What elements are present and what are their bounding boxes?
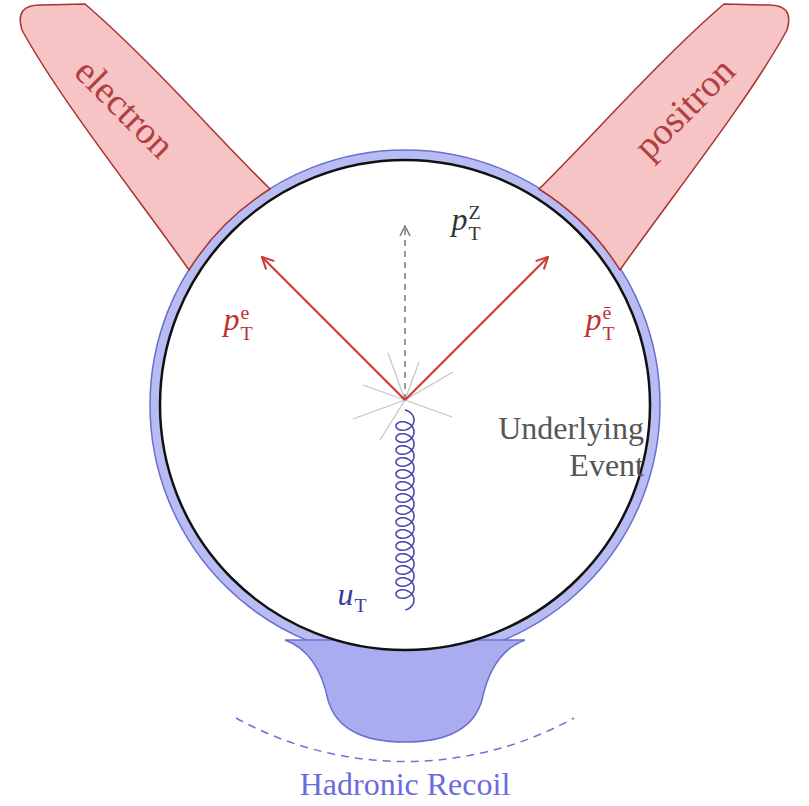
positron-momentum-label: pTē — [585, 301, 614, 343]
electron-momentum-label: pTe — [223, 301, 252, 343]
deposit-shape — [539, 4, 789, 270]
underlying-event-label: Underlying Event — [476, 410, 644, 484]
z-momentum-arrow — [404, 226, 406, 400]
recoil-momentum-label: uT — [337, 576, 366, 616]
electron-momentum-arrow — [262, 257, 405, 400]
positron-momentum-arrow — [405, 257, 548, 400]
recoil-arc — [236, 718, 574, 762]
z-momentum-label: pTZ — [451, 201, 480, 243]
recoil-deposit — [285, 640, 525, 742]
positron-deposit: positron — [534, 0, 799, 275]
electron-deposit: electron — [10, 0, 275, 275]
gluon-coil — [396, 410, 414, 610]
tracker-boundary — [160, 160, 650, 650]
deposit-shape — [20, 4, 270, 270]
recoil-label: Hadronic Recoil — [300, 766, 511, 803]
calorimeter-ring — [150, 150, 660, 660]
